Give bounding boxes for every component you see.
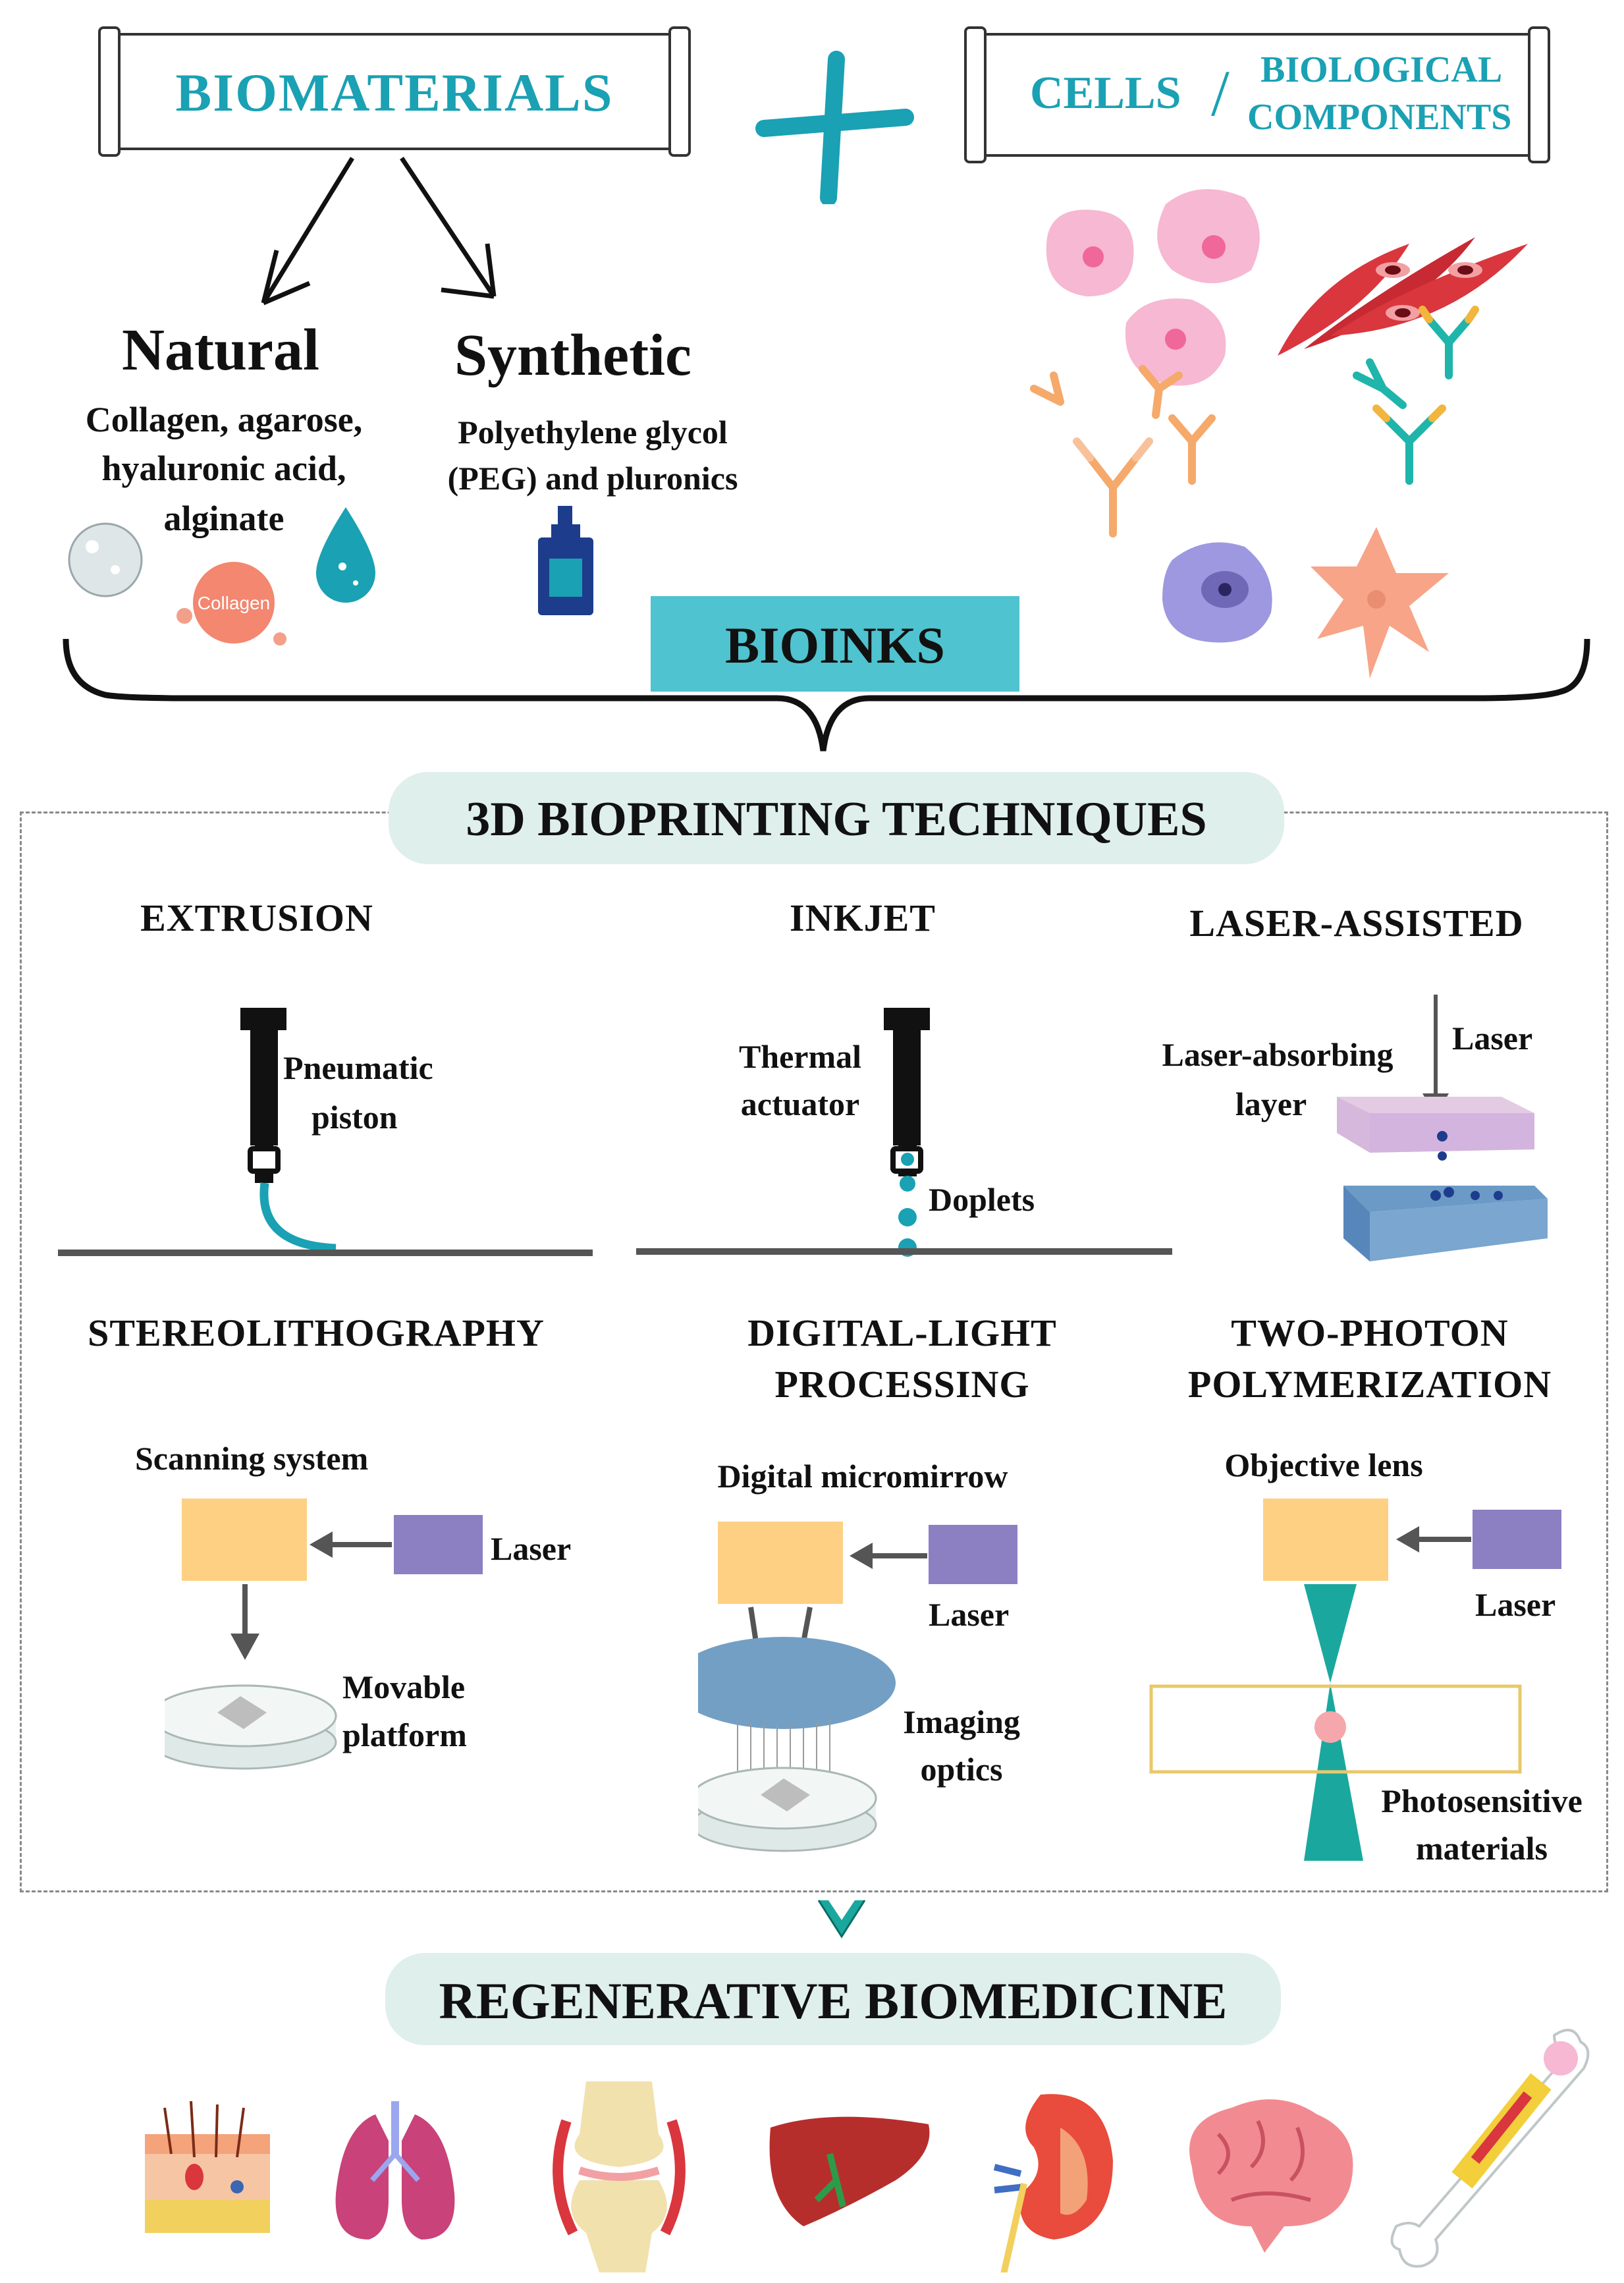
dlp-laser-label: Laser: [929, 1596, 1010, 1633]
laser-absorbing-label-2: layer: [1235, 1086, 1307, 1122]
synthetic-title: Synthetic: [454, 323, 691, 388]
droplet-dot: [898, 1208, 917, 1226]
stereolithography-title: STEREOLITHOGRAPHY: [88, 1311, 545, 1354]
antibody-orange-icon: [1030, 365, 1216, 537]
plus-sign: [751, 40, 915, 206]
extrusion-diagram: [58, 1008, 593, 1256]
techniques-title: 3D BIOPRINTING TECHNIQUES: [466, 792, 1207, 846]
natural-desc-2: hyaluronic acid,: [101, 449, 346, 488]
purple-cell-icon: [1162, 542, 1272, 643]
laser-assisted-diagram: [1337, 995, 1548, 1261]
imaging-lens: [698, 1637, 896, 1729]
bubble-icon: [68, 522, 143, 597]
bioinks-box: BIOINKS: [651, 596, 1019, 692]
cells-slash: /: [1211, 57, 1230, 130]
laser-assisted-laser-label: Laser: [1452, 1020, 1533, 1057]
petri-dish-icon: [698, 1767, 877, 1852]
stereo-diagram: [165, 1499, 483, 1770]
tpp-lens-label: Objective lens: [1224, 1446, 1423, 1483]
joint-icon: [553, 2081, 686, 2272]
extrusion-label-2: piston: [311, 1099, 398, 1136]
inkjet-label-1: Thermal: [738, 1038, 862, 1075]
upper-light-cone: [1304, 1584, 1357, 1683]
tpp-diagram: [1149, 1499, 1561, 1861]
star-cell-icon: [1311, 527, 1449, 678]
synthetic-desc-1: Polyethylene glycol: [458, 414, 728, 451]
cells-cluster: [1030, 189, 1528, 678]
chevron-down-icon: [817, 1900, 866, 1939]
bottle-icon: [538, 506, 593, 615]
bio-components-line1: BIOLOGICAL: [1260, 49, 1503, 90]
organs-row: [145, 2029, 1590, 2272]
curly-brace: [63, 638, 1590, 752]
extrusion-label-1: Pneumatic: [283, 1049, 433, 1086]
tpp-photo-label-2: materials: [1416, 1830, 1548, 1867]
techniques-title-pill: 3D BIOPRINTING TECHNIQUES: [389, 772, 1284, 864]
bio-components-line2: COMPONENTS: [1247, 97, 1512, 138]
natural-title: Natural: [122, 317, 319, 383]
objective-lens-box: [1263, 1499, 1388, 1581]
dlp-optics-label-1: Imaging: [903, 1703, 1020, 1740]
skin-icon: [145, 2101, 270, 2233]
antibody-teal-icon: [1353, 306, 1479, 485]
cells-title: CELLS: [1030, 68, 1181, 119]
inkjet-diagram: [636, 1008, 1172, 1257]
micromirror-box: [718, 1522, 843, 1604]
plus-icon: [755, 51, 914, 206]
lungs-icon: [335, 2101, 455, 2240]
tpp-title-2: POLYMERIZATION: [1187, 1363, 1552, 1406]
brain-icon: [1189, 2099, 1353, 2253]
dlp-title-1: DIGITAL-LIGHT: [747, 1311, 1057, 1354]
dlp-mirror-label: Digital micromirrow: [717, 1458, 1008, 1495]
stereo-platform-label-1: Movable: [342, 1668, 466, 1705]
inkjet-label-2: actuator: [740, 1086, 860, 1122]
substrate: [1343, 1186, 1548, 1261]
regen-title-pill: REGENERATIVE BIOMEDICINE: [385, 1953, 1281, 2045]
pink-cell-icon: [1157, 189, 1260, 283]
droplet-dot: [900, 1176, 915, 1192]
pink-cell-icon: [1046, 209, 1134, 296]
tpp-photo-label-1: Photosensitive: [1381, 1782, 1583, 1819]
pink-cell-icon: [1125, 298, 1226, 386]
regen-title: REGENERATIVE BIOMEDICINE: [439, 1972, 1228, 2029]
stereo-laser-label: Laser: [491, 1530, 572, 1567]
dlp-optics-label-2: optics: [920, 1751, 1003, 1788]
photosensitive-region: [1149, 1684, 1522, 1774]
biomaterials-split-arrows: [261, 157, 497, 306]
laser-box: [394, 1515, 483, 1574]
stereo-platform-label-2: platform: [342, 1717, 467, 1753]
cells-banner: CELLS / BIOLOGICAL COMPONENTS: [964, 26, 1550, 163]
tpp-title-1: TWO-PHOTON: [1231, 1311, 1509, 1354]
dlp-title-2: PROCESSING: [774, 1363, 1030, 1406]
collagen-sphere-icon: Collagen: [176, 562, 286, 646]
natural-icons: Collagen: [68, 507, 375, 646]
laser-absorbing-label-1: Laser-absorbing: [1162, 1036, 1394, 1073]
stereo-scanning-label: Scanning system: [135, 1440, 369, 1477]
laser-box: [929, 1525, 1017, 1584]
bioinks-label: BIOINKS: [725, 617, 945, 674]
biomaterials-banner: BIOMATERIALS: [98, 26, 691, 157]
synthetic-desc-2: (PEG) and pluronics: [447, 460, 738, 497]
kidney-icon: [993, 2094, 1113, 2272]
dlp-diagram: [698, 1522, 1017, 1852]
scanner-box: [182, 1499, 307, 1581]
inkjet-droplets-label: Doplets: [929, 1181, 1035, 1218]
droplet-icon: [316, 507, 375, 603]
svg-text:Collagen: Collagen: [198, 593, 271, 613]
bone-icon: [1390, 2029, 1590, 2268]
extrusion-title: EXTRUSION: [140, 896, 373, 939]
absorbing-layer: [1337, 1097, 1534, 1153]
biomaterials-title: BIOMATERIALS: [175, 63, 614, 123]
muscle-cells-icon: [1278, 237, 1528, 356]
natural-desc-1: Collagen, agarose,: [85, 400, 363, 439]
natural-desc-3: alginate: [163, 499, 284, 538]
laser-box: [1473, 1510, 1561, 1569]
inkjet-title: INKJET: [790, 896, 936, 939]
petri-dish-icon: [165, 1684, 337, 1770]
liver-icon: [769, 2116, 930, 2226]
laser-assisted-title: LASER-ASSISTED: [1189, 902, 1524, 945]
tpp-laser-label: Laser: [1475, 1586, 1556, 1623]
focal-point: [1314, 1711, 1346, 1743]
